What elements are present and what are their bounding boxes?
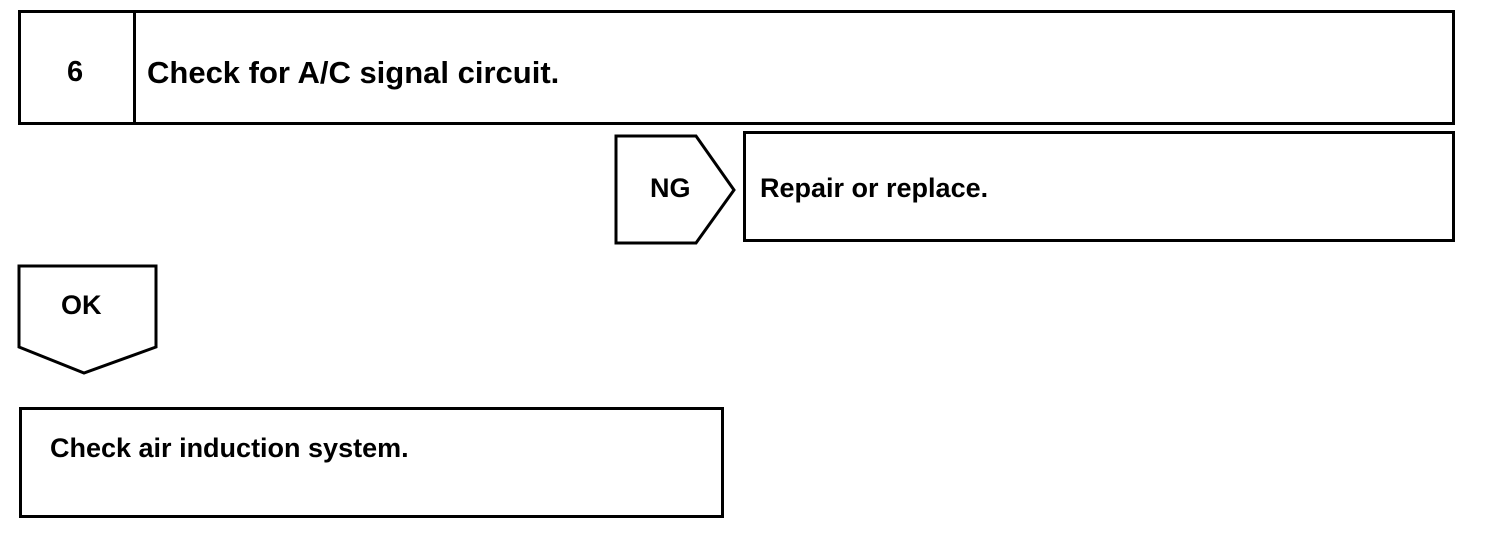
step-number: 6: [67, 56, 84, 88]
ok-arrow-shape: [17, 264, 158, 375]
step-box: 6 Check for A/C signal circuit.: [18, 10, 1455, 125]
step-title: Check for A/C signal circuit.: [147, 55, 560, 90]
next-step-text: Check air induction system.: [50, 433, 409, 463]
ng-result-box: Repair or replace.: [743, 131, 1455, 242]
ng-arrow-shape: [614, 134, 736, 245]
ok-label: OK: [61, 290, 102, 320]
step-divider: [133, 13, 136, 122]
next-step-box: Check air induction system.: [19, 407, 724, 518]
ng-label: NG: [650, 173, 691, 203]
ng-result-text: Repair or replace.: [760, 173, 989, 203]
